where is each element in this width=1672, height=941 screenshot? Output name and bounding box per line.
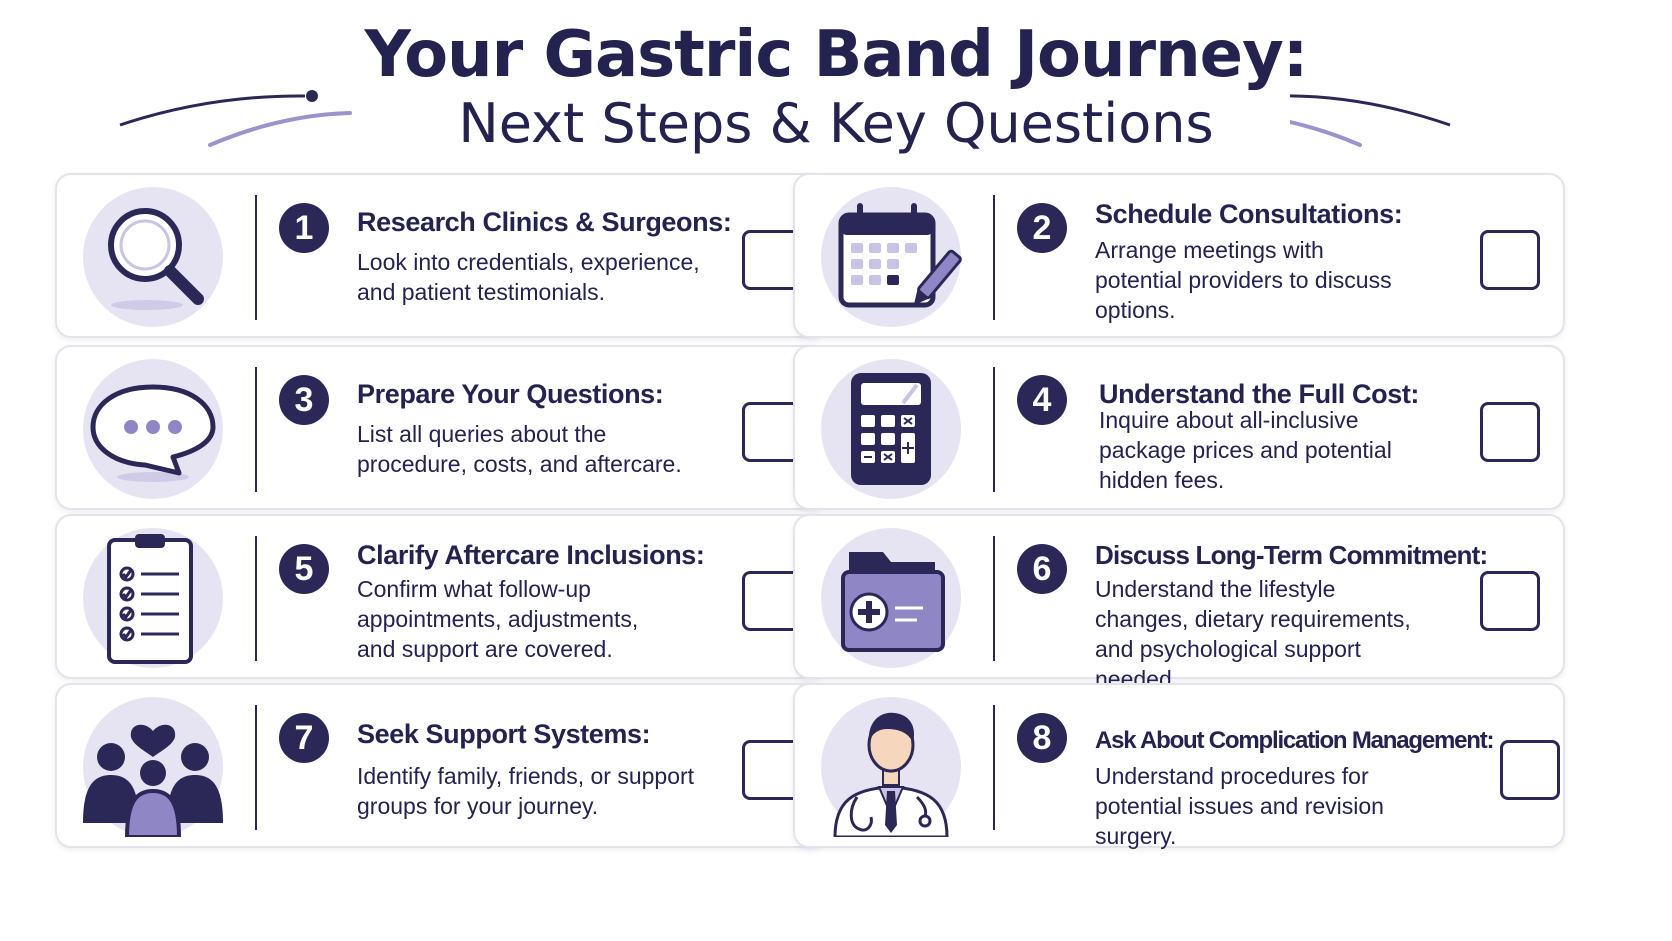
step-description: Understand procedures for potential issu…: [1095, 763, 1384, 849]
card-divider: [255, 705, 257, 830]
step-card-8: 8 Ask About Complication Management: Und…: [793, 683, 1565, 849]
step-card-6: 6 Discuss Long-Term Commitment: Understa…: [793, 514, 1565, 692]
step-number: 5: [279, 544, 329, 594]
step-heading: Schedule Consultations:: [1095, 199, 1403, 229]
calculator-icon: [813, 359, 969, 499]
step-number: 6: [1017, 544, 1067, 594]
step-card-2: 2 Schedule Consultations: Arrange meetin…: [793, 173, 1565, 338]
card-divider: [993, 536, 995, 661]
step-description: Understand the lifestyle changes, dietar…: [1095, 576, 1411, 692]
doctor-icon: [813, 697, 969, 837]
support-group-heart-icon: [75, 697, 231, 837]
clipboard-checklist-icon: [75, 528, 231, 668]
step-heading: Clarify Aftercare Inclusions:: [357, 540, 705, 570]
step-heading: Understand the Full Cost:: [1099, 379, 1419, 409]
card-divider: [993, 367, 995, 492]
step-number: 8: [1017, 713, 1067, 763]
speech-bubble-icon: [75, 359, 231, 499]
step-number: 1: [279, 203, 329, 253]
decorative-swoosh-left: [119, 90, 352, 147]
step-heading: Ask About Complication Management:: [1095, 727, 1495, 754]
card-divider: [993, 705, 995, 830]
decorative-swoosh-right: [1290, 94, 1451, 147]
card-divider: [255, 536, 257, 661]
step-card-4: 4 Understand the Full Cost: Inquire abou…: [793, 345, 1565, 510]
step-card-3: 3 Prepare Your Questions: List all queri…: [55, 345, 827, 510]
step-description: Identify family, friends, or support gro…: [357, 763, 695, 819]
page-subtitle: Next Steps & Key Questions: [458, 92, 1214, 155]
step-description: List all queries about the procedure, co…: [357, 421, 682, 477]
step-checkbox[interactable]: [1500, 740, 1560, 800]
medical-folder-icon: [813, 528, 969, 668]
step-number: 4: [1017, 375, 1067, 425]
card-divider: [993, 195, 995, 320]
step-card-5: 5 Clarify Aftercare Inclusions: Confirm …: [55, 514, 827, 679]
step-description: Look into credentials, experience, and p…: [357, 249, 700, 305]
step-number: 7: [279, 713, 329, 763]
step-checkbox[interactable]: [1480, 402, 1540, 462]
step-heading: Discuss Long-Term Commitment:: [1095, 540, 1488, 570]
step-number: 3: [279, 375, 329, 425]
step-card-1: 1 Research Clinics & Surgeons: Look into…: [55, 173, 827, 338]
step-checkbox[interactable]: [742, 571, 802, 631]
step-description: Inquire about all-inclusive package pric…: [1099, 407, 1392, 493]
magnifying-glass-icon: [75, 187, 231, 327]
step-heading: Seek Support Systems:: [357, 719, 651, 749]
step-checkbox[interactable]: [1480, 230, 1540, 290]
calendar-pen-icon: [813, 187, 969, 327]
header: Your Gastric Band Journey: Next Steps & …: [0, 0, 1672, 180]
step-description: Confirm what follow-up appointments, adj…: [357, 576, 639, 662]
step-description: Arrange meetings with potential provider…: [1095, 237, 1392, 323]
card-divider: [255, 367, 257, 492]
step-heading: Research Clinics & Surgeons:: [357, 207, 732, 237]
card-divider: [255, 195, 257, 320]
page-title: Your Gastric Band Journey:: [364, 18, 1309, 92]
step-heading: Prepare Your Questions:: [357, 379, 664, 409]
step-checkbox[interactable]: [1480, 571, 1540, 631]
step-checkbox[interactable]: [742, 402, 802, 462]
step-number: 2: [1017, 203, 1067, 253]
step-card-7: 7 Seek Support Systems: Identify family,…: [55, 683, 827, 848]
